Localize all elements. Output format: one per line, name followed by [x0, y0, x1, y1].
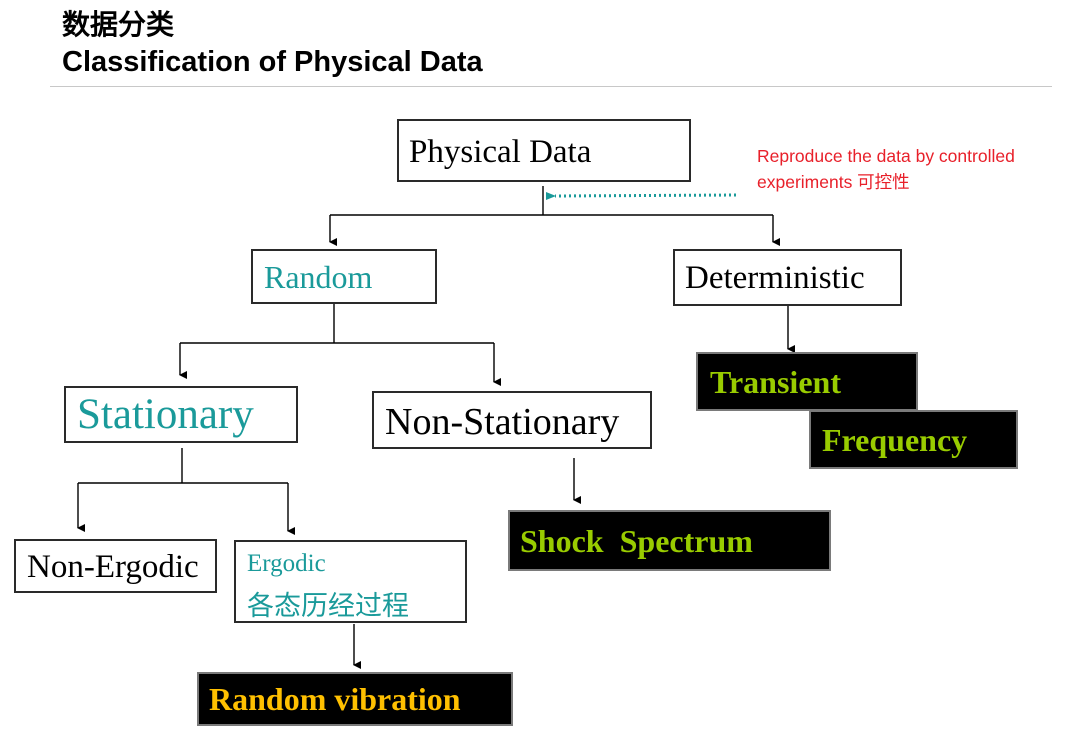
- app-random-vibration: Random vibration: [197, 672, 513, 726]
- node-random: Random: [251, 249, 437, 304]
- node-non-stationary-label: Non-Stationary: [385, 401, 620, 443]
- node-non-stationary: Non-Stationary: [372, 391, 652, 449]
- title-divider: [50, 86, 1052, 87]
- app-shock-spectrum: Shock Spectrum: [508, 510, 831, 571]
- app-frequency: Frequency: [809, 410, 1018, 469]
- node-ergodic-chinese-label: 各态历经过程: [247, 591, 409, 622]
- node-non-ergodic-label: Non-Ergodic: [27, 549, 199, 585]
- note-line-1: Reproduce the data by controlled: [757, 146, 1015, 166]
- node-physical-data: Physical Data: [397, 119, 691, 182]
- note-line-2: experiments 可控性: [757, 172, 910, 192]
- title-chinese: 数据分类: [62, 8, 175, 41]
- node-ergodic: Ergodic 各态历经过程: [234, 540, 467, 623]
- title-english: Classification of Physical Data: [62, 46, 483, 78]
- app-shock-spectrum-label: Shock Spectrum: [520, 523, 753, 559]
- slide-title: 数据分类 Classification of Physical Data: [62, 6, 483, 80]
- node-stationary: Stationary: [64, 386, 298, 443]
- app-transient-label: Transient: [710, 364, 841, 400]
- node-ergodic-label: Ergodic: [247, 550, 326, 577]
- controlled-experiments-note: Reproduce the data by controlled experim…: [757, 143, 1015, 195]
- node-deterministic-label: Deterministic: [685, 260, 865, 296]
- dotted-arrow: [545, 192, 737, 201]
- app-transient: Transient: [696, 352, 918, 411]
- node-non-ergodic: Non-Ergodic: [14, 539, 217, 593]
- node-physical-data-label: Physical Data: [409, 134, 592, 170]
- app-random-vibration-label: Random vibration: [209, 681, 461, 717]
- node-random-label: Random: [264, 259, 373, 295]
- node-deterministic: Deterministic: [673, 249, 902, 306]
- node-stationary-label: Stationary: [77, 391, 254, 438]
- app-frequency-label: Frequency: [822, 422, 968, 458]
